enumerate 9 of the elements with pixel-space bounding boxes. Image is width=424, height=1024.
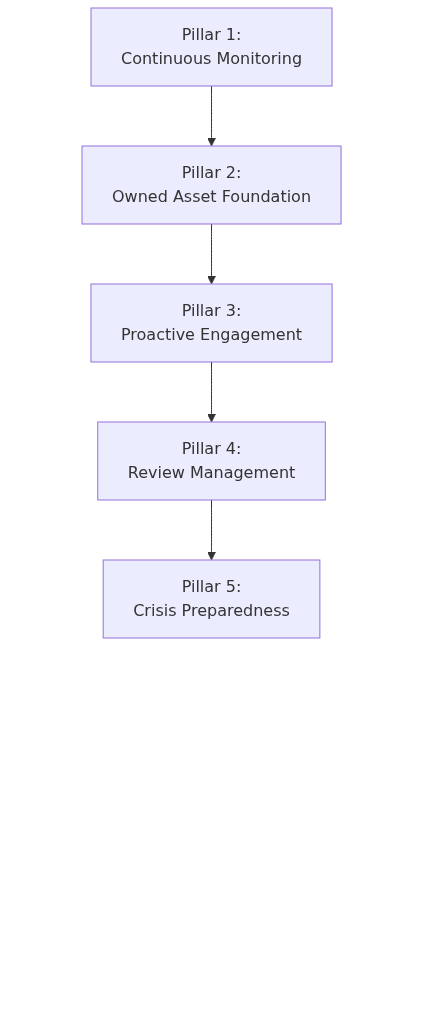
node-box: Pillar 1: Continuous Monitoring xyxy=(91,7,333,87)
arrow xyxy=(207,499,217,561)
arrow xyxy=(207,361,217,423)
node-box: Pillar 4: Review Management xyxy=(97,421,327,501)
node-box: Pillar 3: Proactive Engagement xyxy=(90,283,334,363)
arrow xyxy=(207,223,217,285)
arrow xyxy=(207,85,217,147)
node-box: Pillar 2: Owned Asset Foundation xyxy=(81,145,342,225)
node-box: Pillar 5: Crisis Preparedness xyxy=(103,559,321,639)
